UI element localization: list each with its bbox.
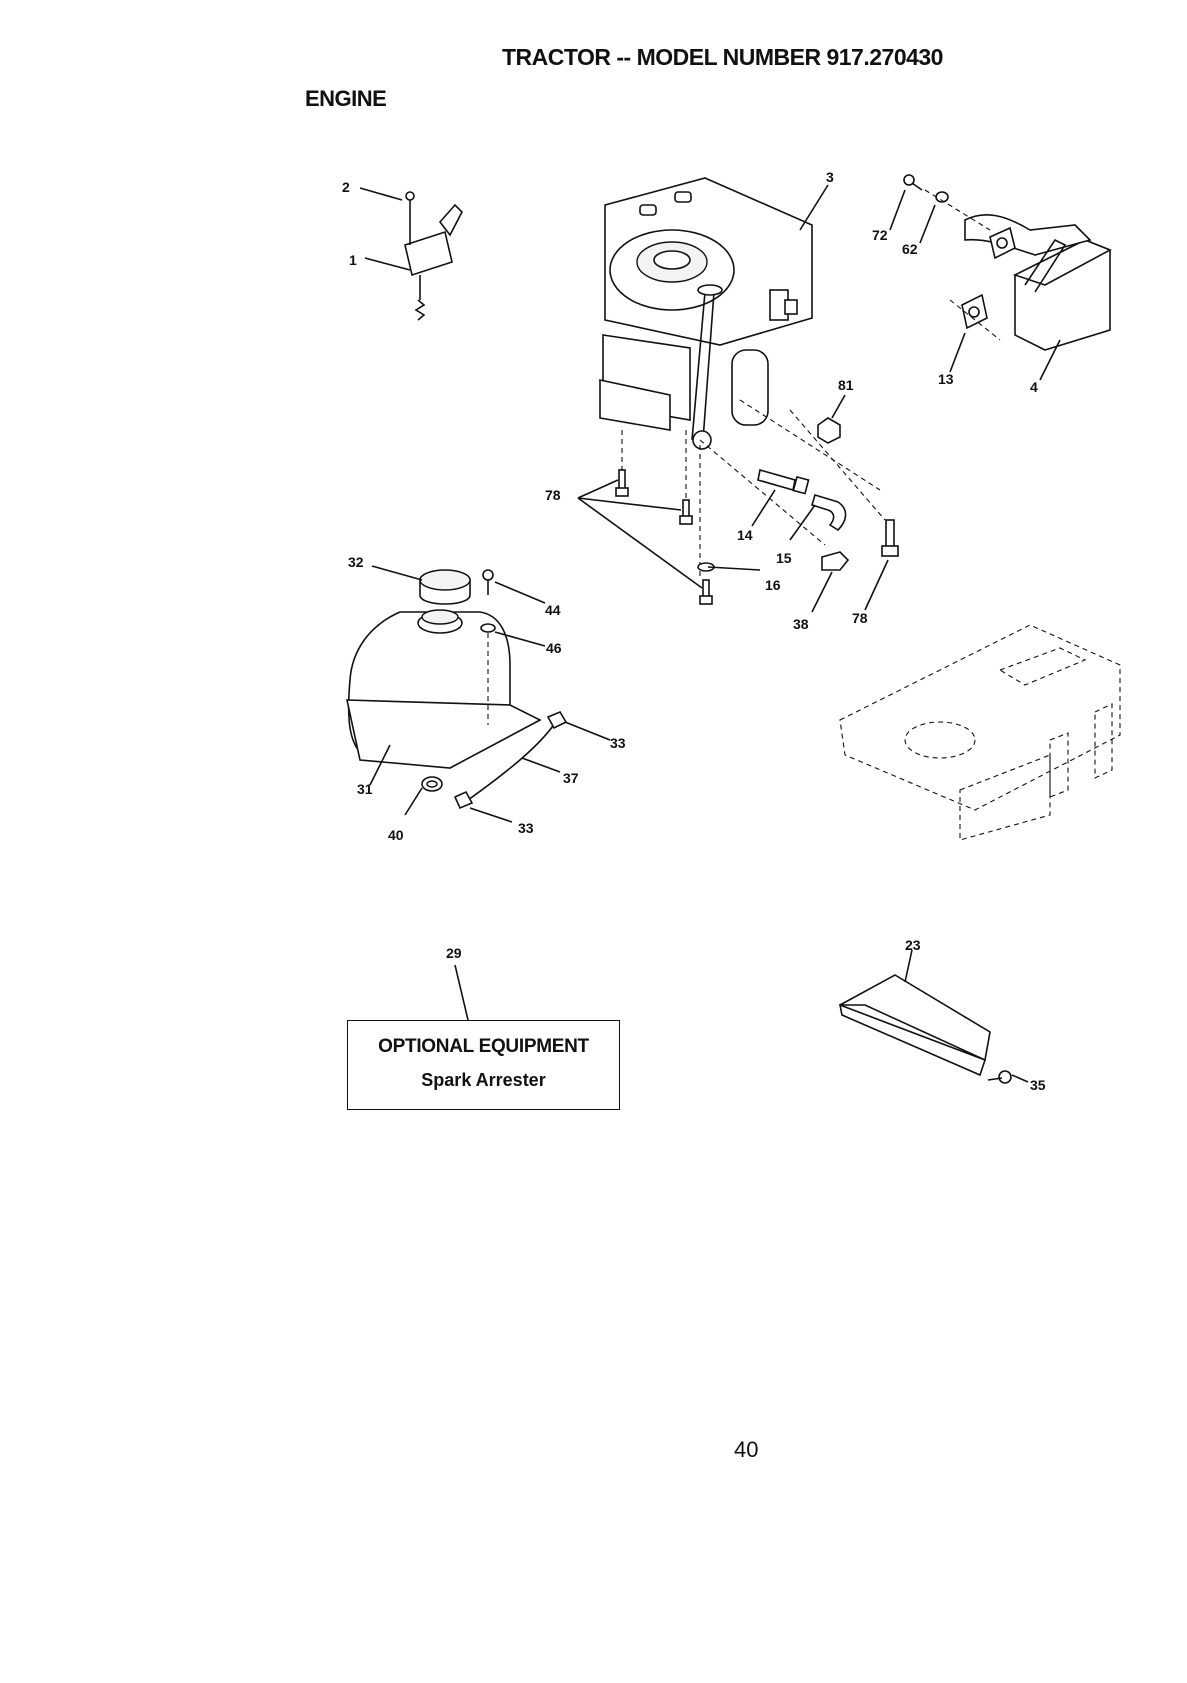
callout-62: 62 (902, 241, 918, 257)
callout-78b: 78 (852, 610, 868, 626)
callout-2: 2 (342, 179, 350, 195)
callout-81: 81 (838, 377, 854, 393)
callout-33a: 33 (610, 735, 626, 751)
heat-shield-part (840, 975, 1011, 1083)
optional-equipment-item: Spark Arrester (348, 1070, 619, 1091)
callout-32: 32 (348, 554, 364, 570)
callout-40: 40 (388, 827, 404, 843)
fitting-part (758, 470, 848, 570)
bolt-part (616, 470, 898, 604)
callout-3: 3 (826, 169, 834, 185)
callout-33b: 33 (518, 820, 534, 836)
fuel-tank-part (347, 610, 540, 768)
callout-44: 44 (545, 602, 561, 618)
callout-38: 38 (793, 616, 809, 632)
optional-equipment-title: OPTIONAL EQUIPMENT (348, 1036, 619, 1058)
callout-37: 37 (563, 770, 579, 786)
callout-35: 35 (1030, 1077, 1046, 1093)
nut-part (818, 418, 840, 443)
callout-31: 31 (357, 781, 373, 797)
callout-23: 23 (905, 937, 921, 953)
callout-13: 13 (938, 371, 954, 387)
page-number: 40 (734, 1437, 758, 1463)
callout-78a: 78 (545, 487, 561, 503)
fuel-cap-part (420, 570, 470, 604)
callout-29: 29 (446, 945, 462, 961)
throttle-control-part (405, 192, 462, 320)
callout-16: 16 (765, 577, 781, 593)
frame-part (840, 625, 1120, 840)
callout-4: 4 (1030, 379, 1038, 395)
callout-14: 14 (737, 527, 753, 543)
callout-15: 15 (776, 550, 792, 566)
optional-equipment-box: OPTIONAL EQUIPMENT Spark Arrester (347, 1020, 620, 1110)
callout-72: 72 (872, 227, 888, 243)
callout-46: 46 (546, 640, 562, 656)
engine-part (600, 178, 812, 449)
gasket-part (962, 228, 1015, 328)
callout-1: 1 (349, 252, 357, 268)
